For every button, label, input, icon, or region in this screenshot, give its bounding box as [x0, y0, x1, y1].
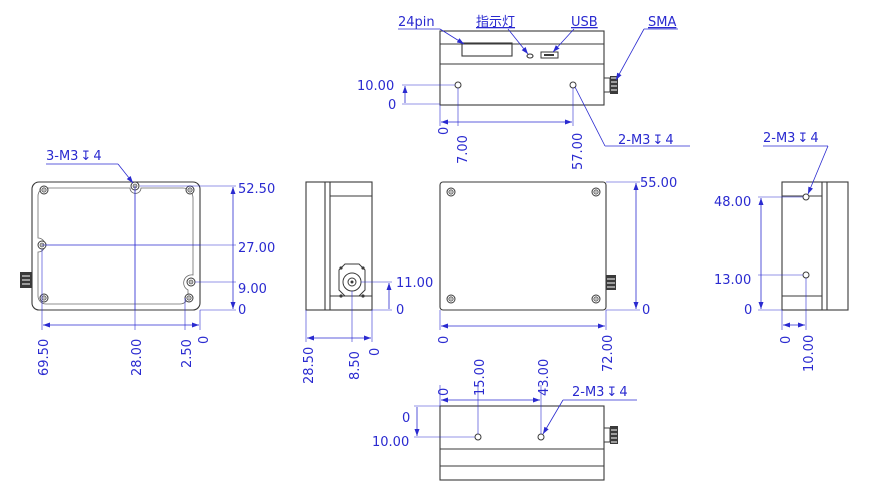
label-24pin: 24pin: [398, 15, 435, 30]
bottom-hole-callout: 2-M3↧4: [572, 385, 628, 400]
top-dim-v-10: 10.00: [357, 79, 394, 94]
side-view: 11.00 0 28.50 8.50 0: [302, 181, 433, 384]
top-hole-callout: 2-M3↧4: [618, 133, 674, 148]
connector-24pin: [461, 42, 513, 57]
front-dim-v-55: 55.00: [640, 176, 677, 191]
left-dim-v-27: 27.00: [238, 241, 275, 256]
bottom-view-sma-nut: [610, 426, 618, 444]
side-dim-h-28.5: 28.50: [302, 347, 317, 384]
right-hole-callout: 2-M3↧4: [763, 131, 819, 146]
front-dim-h-72: 72.00: [601, 335, 616, 372]
top-view-outline: [439, 30, 605, 106]
label-indicator-light: 指示灯: [476, 15, 515, 30]
side-view-outline: [305, 181, 373, 311]
sma-connector-nut: [610, 76, 618, 94]
front-view-holes: [446, 187, 601, 304]
bottom-view-outline: [439, 405, 605, 481]
bottom-dim-h-0: 0: [437, 388, 452, 396]
side-dim-h-0: 0: [368, 348, 383, 356]
right-view-hole-1: [802, 193, 810, 201]
bottom-view-hole-2: [537, 433, 545, 441]
left-dim-h-69.5: 69.50: [37, 339, 52, 376]
bottom-dim-v-0: 0: [402, 411, 410, 426]
front-view-outline: [439, 181, 607, 311]
front-dim-v-0: 0: [642, 303, 650, 318]
right-dim-v-48: 48.00: [714, 195, 751, 210]
left-dim-v-9: 9.00: [238, 282, 267, 297]
left-dim-v-0: 0: [238, 303, 246, 318]
side-dim-h-8.5: 8.50: [348, 351, 363, 380]
left-dim-h-0: 0: [197, 336, 212, 344]
label-usb: USB: [571, 15, 598, 30]
bottom-view-sma-base: [603, 427, 611, 443]
top-dim-h-7: 7.00: [456, 135, 471, 164]
bottom-view: 0 15.00 43.00 0 10.00 2-M3↧4: [372, 359, 637, 481]
left-view: 52.50 27.00 9.00 0 69.50 28.00 2.50 0 3-…: [20, 149, 275, 376]
side-dim-v-11: 11.00: [396, 276, 433, 291]
side-dim-v-0: 0: [396, 303, 404, 318]
usb-port-tongue: [544, 54, 554, 56]
top-dim-v-0: 0: [388, 98, 396, 113]
right-view-outline: [781, 181, 849, 311]
left-dim-v-52.5: 52.50: [238, 182, 275, 197]
left-view-outline: [31, 181, 201, 311]
right-view-hole-2: [802, 271, 810, 279]
right-dim-h-10: 10.00: [802, 335, 817, 372]
left-hole-callout: 3-M3↧4: [46, 149, 102, 164]
bottom-view-hole-1: [474, 433, 482, 441]
bottom-dim-h-43: 43.00: [537, 359, 552, 396]
right-dim-v-13: 13.00: [714, 273, 751, 288]
top-dim-h-57: 57.00: [571, 133, 586, 170]
bottom-dim-v-10: 10.00: [372, 435, 409, 450]
sma-connector-base: [603, 77, 611, 93]
right-view: 48.00 13.00 0 0 10.00 2-M3↧4: [714, 131, 849, 372]
top-view-hole-1: [454, 81, 462, 89]
top-view: 24pin 指示灯 USB SMA 10.00 0 0 7.00 57.00 2…: [357, 15, 690, 170]
right-dim-h-0: 0: [779, 336, 794, 344]
left-view-holes: [37, 181, 196, 303]
right-dim-v-0: 0: [744, 303, 752, 318]
top-dim-h-0: 0: [437, 127, 452, 135]
left-dim-h-2.5: 2.50: [180, 339, 195, 368]
bottom-dim-h-15: 15.00: [473, 359, 488, 396]
left-view-inner-gasket: [37, 187, 194, 305]
front-dim-h-0: 0: [437, 336, 452, 344]
front-view: 55.00 0 0 72.00: [437, 176, 677, 372]
side-view-sma: [338, 263, 366, 298]
indicator-led: [526, 53, 534, 59]
label-sma: SMA: [648, 15, 676, 30]
left-dim-h-28: 28.00: [130, 339, 145, 376]
